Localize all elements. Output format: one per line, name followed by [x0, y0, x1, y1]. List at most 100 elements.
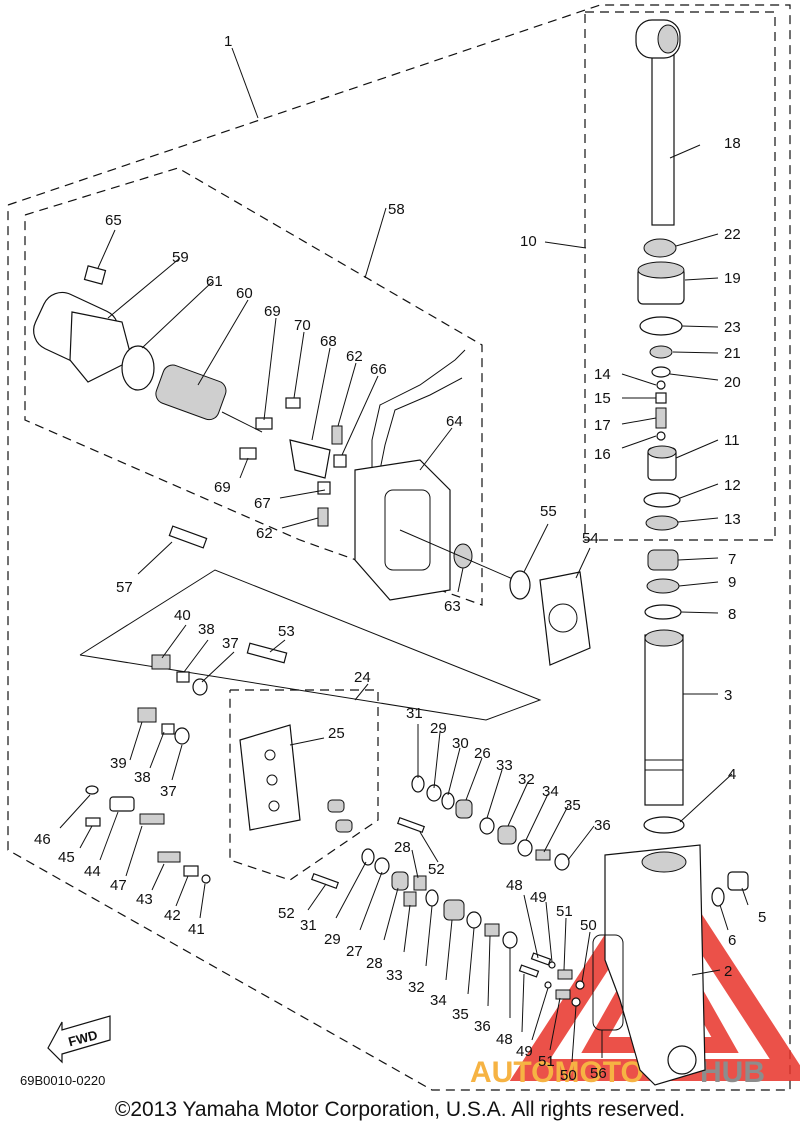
callout-33-upper: 33: [496, 757, 513, 774]
callout-69-lower: 69: [214, 479, 231, 496]
callout-57: 57: [116, 579, 133, 596]
callout-52-upper: 52: [428, 861, 445, 878]
part-13-ring: [645, 515, 679, 531]
callout-66: 66: [370, 361, 387, 378]
part-7-seal-ring: [647, 549, 679, 571]
callout-17: 17: [594, 417, 611, 434]
callout-4: 4: [728, 766, 736, 783]
callout-39: 39: [110, 755, 127, 772]
part-50-seal-upper: [575, 980, 585, 990]
part-14-ball: [656, 380, 666, 390]
fwd-arrow: FWD: [47, 1015, 111, 1064]
part-38-plug-upper: [176, 671, 190, 683]
callout-32-upper: 32: [518, 771, 535, 788]
part-8-o-ring: [644, 604, 682, 620]
part-23-o-ring: [639, 316, 683, 336]
boundary-motor-58: [24, 167, 483, 606]
part-48-pin-upper: [530, 952, 552, 966]
callout-40: 40: [174, 607, 191, 624]
callout-56: 56: [590, 1065, 607, 1082]
callout-31-upper: 31: [406, 705, 423, 722]
callout-8: 8: [728, 606, 736, 623]
fwd-arrow-shape: [47, 1015, 111, 1064]
watermark-text-right: HUB: [700, 1056, 765, 1089]
part-16-ball: [656, 431, 666, 441]
callout-16: 16: [594, 446, 611, 463]
part-32-piston-upper: [497, 825, 517, 845]
part-valve-spool-1: [327, 799, 345, 813]
part-37-seal-upper: [192, 678, 208, 696]
callout-27: 27: [346, 943, 363, 960]
callout-60: 60: [236, 285, 253, 302]
part-25-port-2: [266, 774, 278, 786]
part-57-bolt: [168, 525, 208, 549]
callout-14: 14: [594, 366, 611, 383]
callout-1: 1: [224, 33, 232, 50]
part-53-bolt: [246, 642, 288, 664]
callout-10: 10: [520, 233, 537, 250]
watermark-text-left: AUTOMOTO: [470, 1056, 644, 1089]
part-41-ball: [201, 874, 211, 884]
part-31-clip-upper: [411, 775, 425, 793]
callout-20: 20: [724, 374, 741, 391]
callout-26: 26: [474, 745, 491, 762]
part-49-ball-upper: [548, 961, 556, 969]
callout-48-upper: 48: [506, 877, 523, 894]
part-44-fitting: [109, 796, 135, 812]
part-17-spring: [655, 407, 667, 429]
part-19-cap-top: [637, 261, 685, 279]
callout-50-lower: 50: [560, 1067, 577, 1084]
part-52-pin-upper: [396, 816, 426, 834]
part-11-piston-top: [647, 445, 677, 459]
part-62-spring-lower: [317, 507, 329, 527]
boundary-sub-assembly-10: [584, 11, 776, 541]
callout-35-lower: 35: [452, 1006, 469, 1023]
callout-32-lower: 32: [408, 979, 425, 996]
part-36-seal-upper: [554, 853, 570, 871]
part-18-eye-hole: [657, 24, 679, 54]
callout-38-upper: 38: [198, 621, 215, 638]
boundary-pump-section: [79, 569, 542, 721]
part-64-motor-housing: [354, 459, 451, 601]
part-29-ring-lower: [374, 857, 390, 875]
part-18-tilt-rod: [651, 54, 675, 226]
part-shaft-line: [399, 529, 516, 581]
part-26-spool: [455, 799, 473, 819]
part-28-spring-upper: [413, 875, 427, 891]
part-65-screw: [83, 265, 107, 285]
callout-37-lower: 37: [160, 783, 177, 800]
callout-29-lower: 29: [324, 931, 341, 948]
part-4-o-ring: [643, 816, 685, 834]
part-45-pin: [85, 817, 101, 827]
callout-64: 64: [446, 413, 463, 430]
part-49-ball-lower: [544, 981, 552, 989]
callout-45: 45: [58, 849, 75, 866]
diagram-code: 69B0010-0220: [20, 1073, 106, 1088]
callout-31-lower: 31: [300, 917, 317, 934]
callout-3: 3: [724, 687, 732, 704]
callout-41: 41: [188, 921, 205, 938]
callout-43: 43: [136, 891, 153, 908]
boundary-valve-24: [229, 689, 379, 881]
callout-21: 21: [724, 345, 741, 362]
callout-50-upper: 50: [580, 917, 597, 934]
right-small-parts: [310, 775, 585, 1007]
part-66-brush: [333, 454, 347, 468]
part-12-o-ring: [643, 492, 681, 508]
callout-11: 11: [724, 432, 740, 449]
callout-62-lower: 62: [256, 525, 273, 542]
part-30-seal: [441, 792, 455, 810]
part-69-screw-lower: [239, 447, 257, 460]
callout-68: 68: [320, 333, 337, 350]
callout-33-lower: 33: [386, 967, 403, 984]
callout-59: 59: [172, 249, 189, 266]
callout-47: 47: [110, 877, 127, 894]
callout-36-upper: 36: [594, 817, 611, 834]
part-46-ball: [85, 785, 99, 795]
part-47-spring: [139, 813, 165, 825]
part-25-valve-body: [239, 724, 301, 831]
part-42-pin: [183, 865, 199, 877]
callout-2: 2: [724, 963, 732, 980]
part-6-seal: [711, 887, 725, 907]
